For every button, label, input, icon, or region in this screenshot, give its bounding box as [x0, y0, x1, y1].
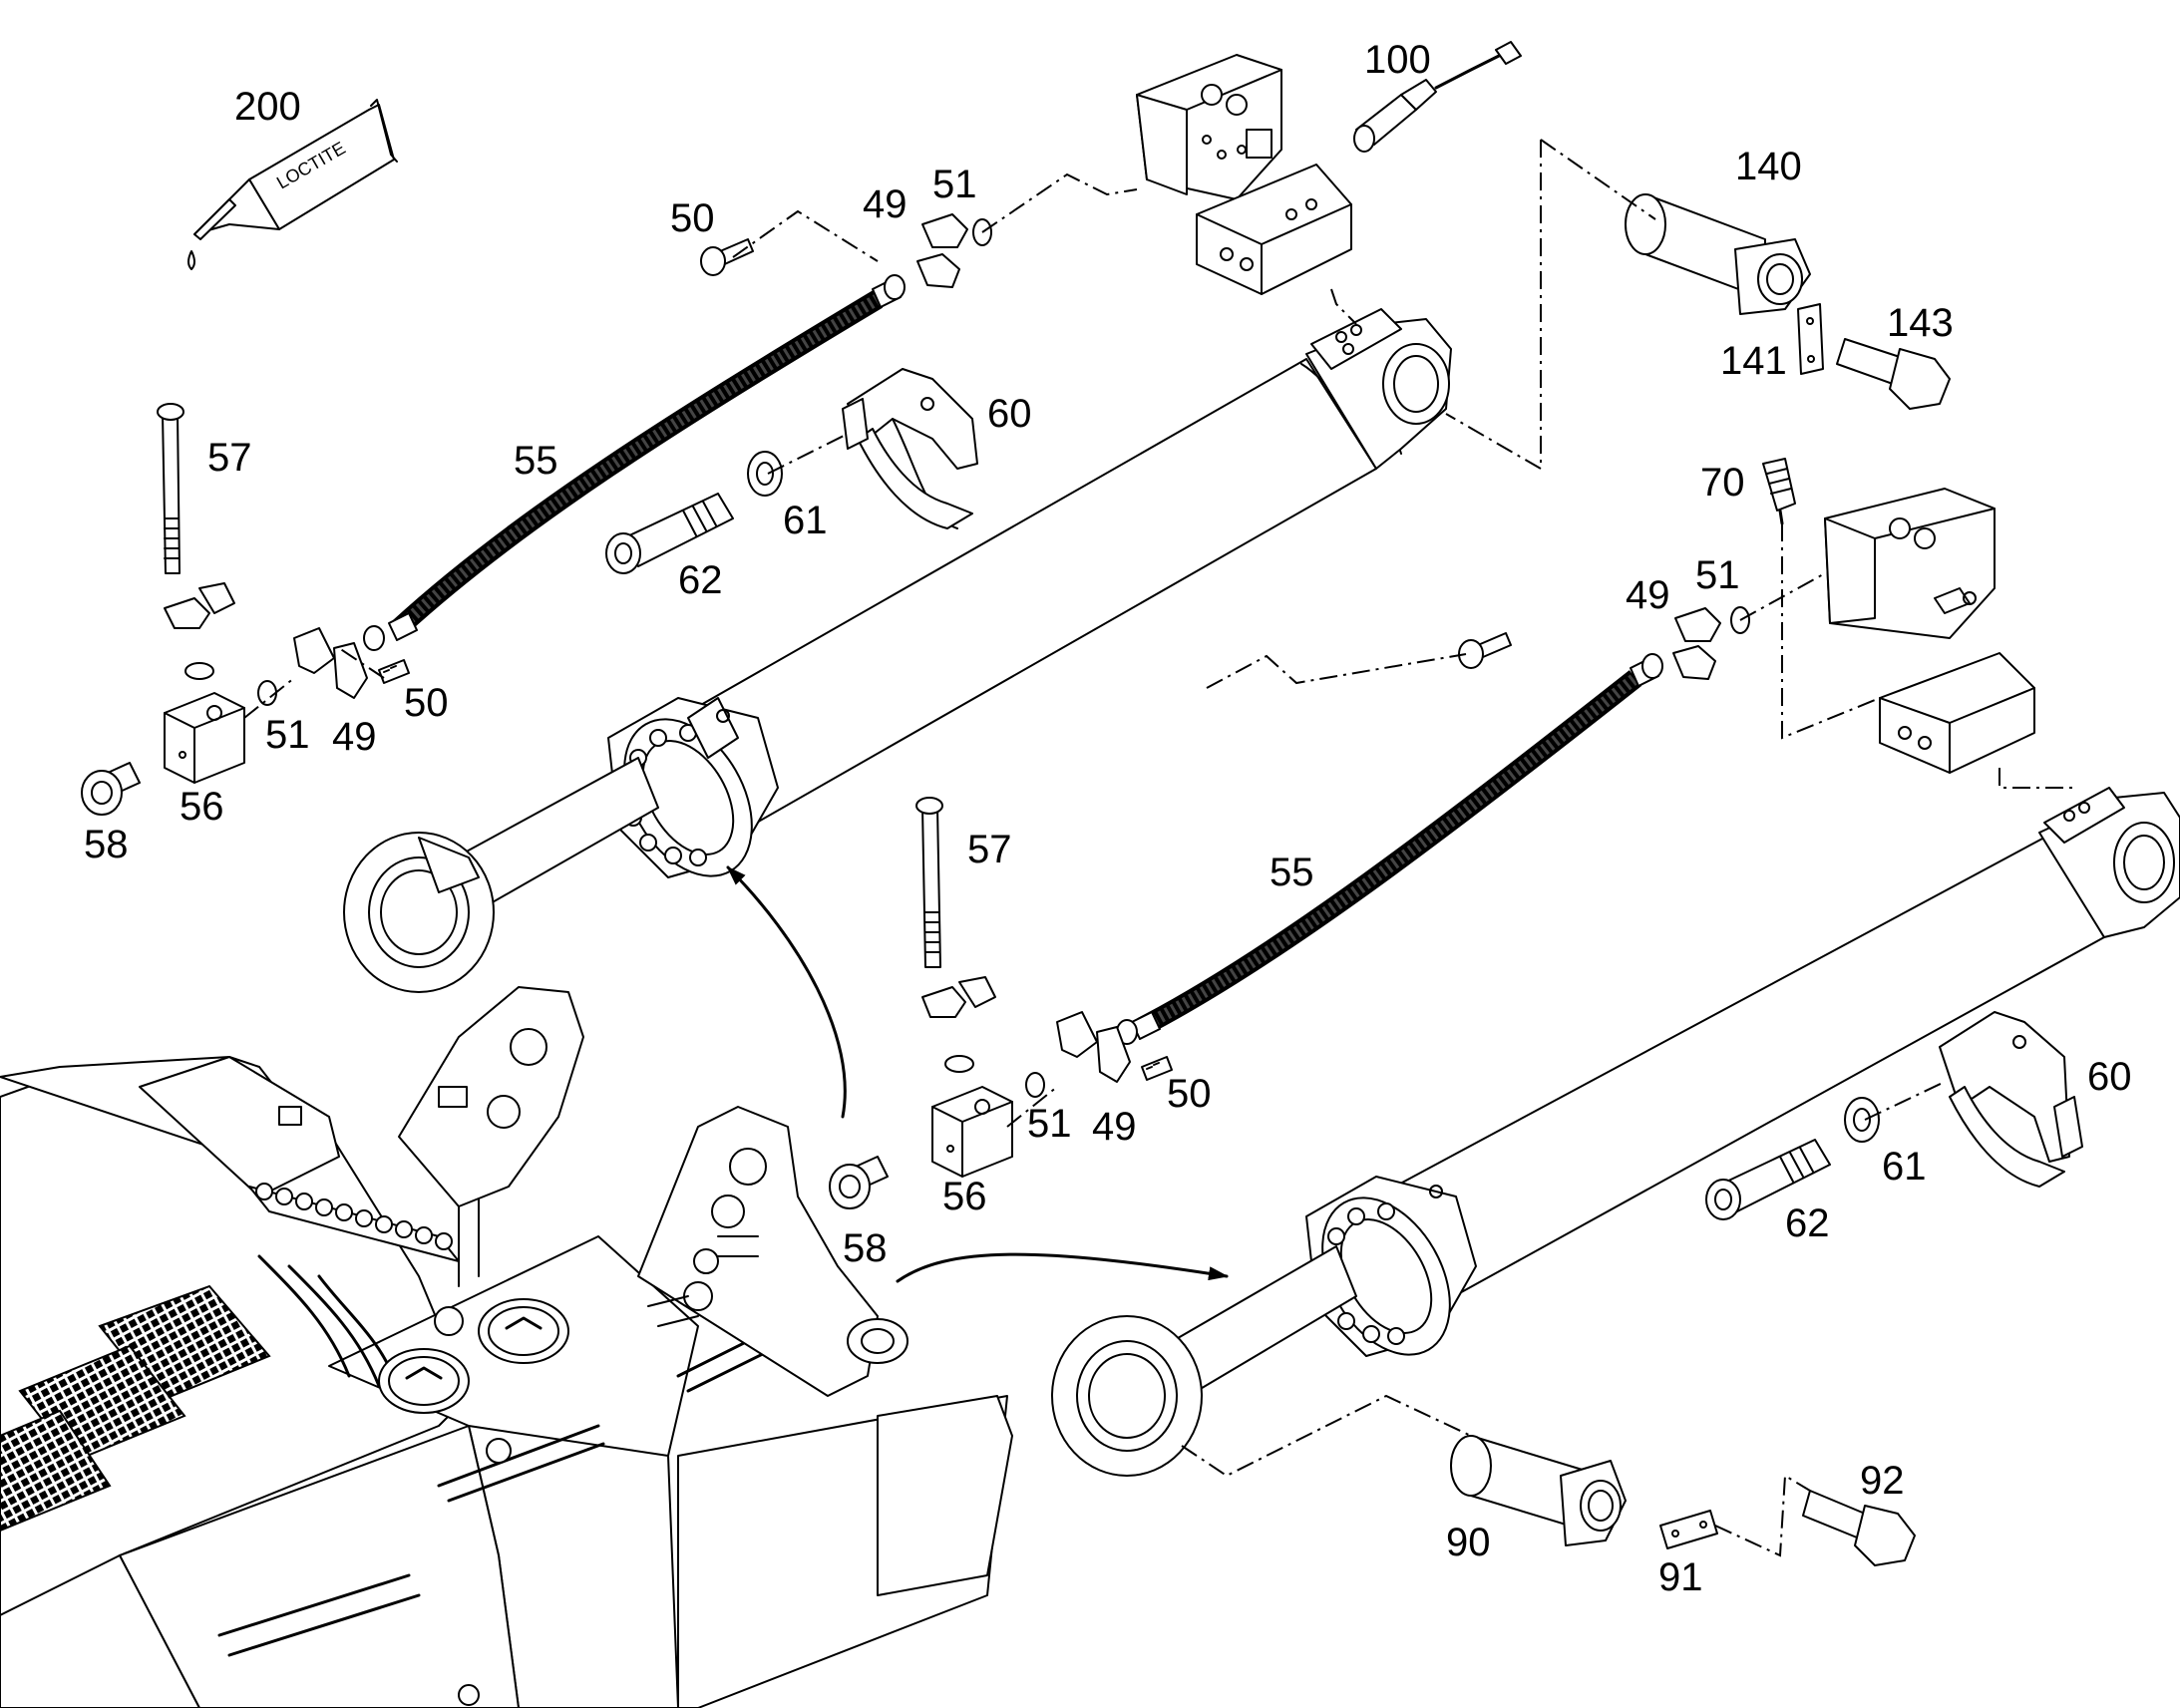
- clamp-60-upper: [842, 368, 978, 529]
- label-56-upper: 56: [180, 785, 224, 829]
- label-91: 91: [1658, 1555, 1703, 1599]
- label-62-lower: 62: [1785, 1201, 1830, 1245]
- clamp-49-top: [916, 213, 968, 288]
- label-60-upper: 60: [987, 392, 1032, 436]
- hydraulic-cylinder-lower: [1051, 787, 2180, 1477]
- pressure-sensor: [1353, 41, 1522, 153]
- plug-58-upper: [81, 762, 141, 816]
- label-58-lower: 58: [843, 1226, 888, 1270]
- clamp-lower-middle: [921, 976, 996, 1018]
- pin-90: [1450, 1435, 1627, 1546]
- clamp-49-lower: [1056, 1011, 1131, 1083]
- part-labels: 200 100 140 143 141 50 49 51 57 55 60 61…: [84, 38, 2132, 1599]
- bolt-50-top: [700, 238, 754, 276]
- lock-plate-141: [1797, 303, 1824, 375]
- label-55-upper: 55: [514, 439, 558, 483]
- hose-55-lower: [1116, 653, 1663, 1045]
- hydraulic-cylinder-upper: [343, 308, 1452, 993]
- label-58-upper: 58: [84, 823, 129, 866]
- label-49-top: 49: [863, 182, 908, 226]
- oring-51-left: [257, 680, 277, 706]
- bolt-62-lower: [1705, 1139, 1831, 1220]
- lock-plate-91: [1659, 1510, 1718, 1549]
- label-143: 143: [1887, 301, 1954, 345]
- block-56-lower: [931, 1086, 1013, 1178]
- label-70: 70: [1700, 461, 1745, 505]
- fitting-row: [255, 1183, 453, 1250]
- plug-58-lower: [829, 1156, 889, 1209]
- label-49-right: 49: [1626, 573, 1670, 617]
- valve-block-upper: [1136, 54, 1352, 295]
- label-51-left: 51: [265, 713, 310, 757]
- label-90: 90: [1446, 1521, 1491, 1564]
- label-200: 200: [234, 85, 301, 129]
- label-141: 141: [1720, 339, 1787, 383]
- label-61-lower: 61: [1882, 1145, 1927, 1189]
- label-50-top: 50: [670, 196, 715, 240]
- oring-lower-middle: [944, 1055, 974, 1073]
- bolt-143: [1836, 338, 1951, 410]
- label-56-lower: 56: [942, 1175, 987, 1218]
- leader-lines: [243, 139, 2074, 1557]
- label-61-upper: 61: [783, 499, 828, 542]
- label-55-lower: 55: [1270, 851, 1314, 894]
- loctite-tube: LOCTITE: [187, 99, 398, 270]
- label-140: 140: [1735, 145, 1802, 188]
- clamp-49-right: [1672, 607, 1721, 680]
- oring-51-lower: [1025, 1072, 1045, 1098]
- clamp-upper-left: [164, 582, 235, 629]
- assembly-arrows: [726, 865, 1229, 1283]
- label-49-left: 49: [332, 715, 377, 759]
- long-bolt-57-upper: [157, 403, 184, 574]
- label-51-top: 51: [932, 163, 977, 206]
- clamp-49-left: [293, 627, 368, 699]
- label-60-lower: 60: [2087, 1055, 2132, 1099]
- label-50-left: 50: [404, 681, 449, 725]
- label-50-lower: 50: [1167, 1072, 1212, 1116]
- bolt-50-left: [378, 659, 410, 684]
- long-bolt-57-lower: [915, 797, 943, 968]
- label-92: 92: [1860, 1459, 1905, 1503]
- label-51-right: 51: [1695, 553, 1740, 597]
- label-100: 100: [1364, 38, 1431, 82]
- breather-plug-70: [1762, 458, 1796, 525]
- washer-61-upper: [747, 451, 783, 497]
- machine-body: [0, 986, 1013, 1708]
- bolt-right-middle: [1458, 632, 1512, 669]
- valve-block-right: [1824, 488, 2035, 774]
- block-56-upper: [164, 692, 245, 784]
- label-49-lower: 49: [1092, 1105, 1137, 1149]
- label-51-lower: 51: [1027, 1102, 1072, 1146]
- label-57-lower: 57: [967, 828, 1012, 871]
- washer-61-lower: [1844, 1097, 1880, 1143]
- bolt-50-lower: [1141, 1056, 1173, 1081]
- hose-55-upper: [363, 274, 906, 651]
- oring-upper-left: [184, 662, 214, 680]
- bolt-62-upper: [605, 493, 734, 574]
- pin-140: [1625, 193, 1811, 315]
- label-57-upper: 57: [207, 436, 252, 480]
- label-62-upper: 62: [678, 558, 723, 602]
- clamp-60-lower: [1939, 1011, 2083, 1188]
- bolt-92: [1802, 1490, 1916, 1566]
